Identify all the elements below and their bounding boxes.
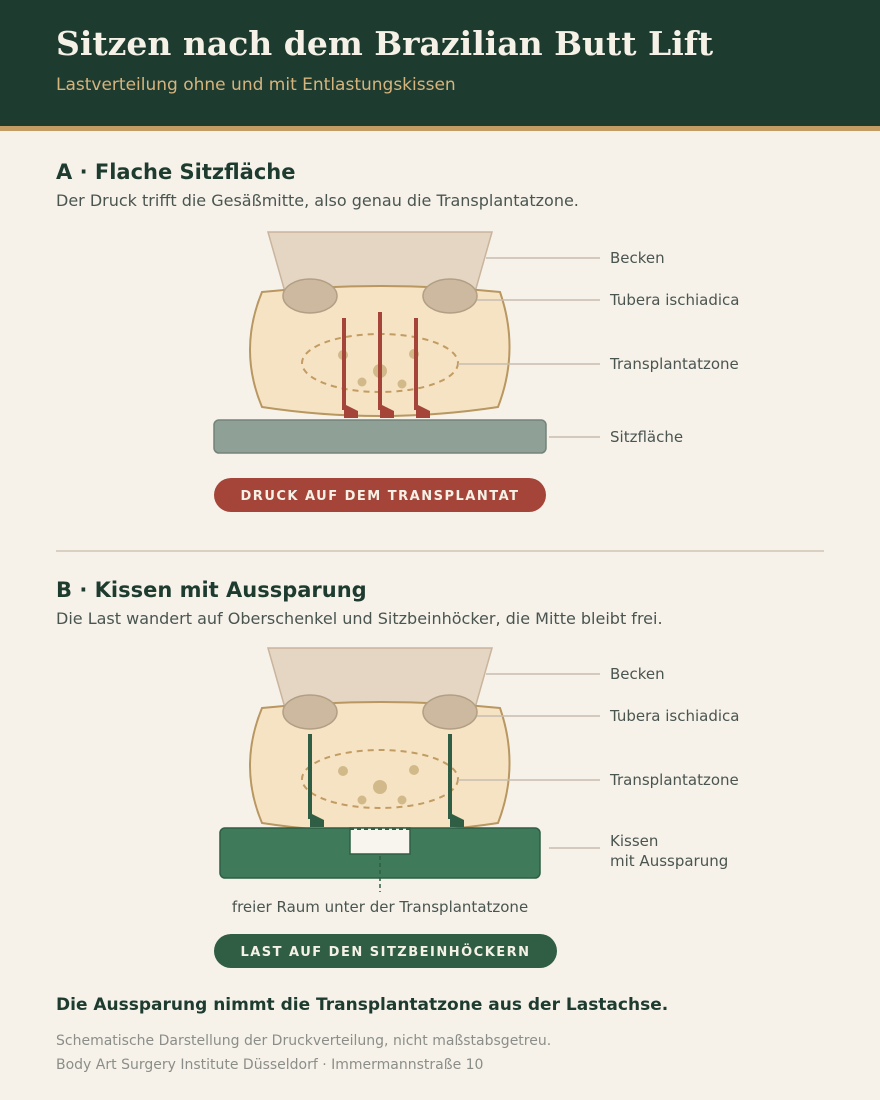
cushion-cutout (349, 827, 411, 855)
badge-pressure: DRUCK AUF DEM TRANSPLANTAT (241, 489, 520, 504)
fat-graft-dot (357, 795, 367, 805)
page-subtitle: Lastverteilung ohne und mit Entlastungsk… (56, 75, 456, 95)
fat-graft-dot (373, 780, 387, 794)
label-pelvis: Becken (610, 665, 665, 683)
fat-graft-dot (357, 377, 367, 387)
section-b-description: Die Last wandert auf Oberschenkel und Si… (56, 609, 663, 628)
conclusion-text: Die Aussparung nimmt die Transplantatzon… (56, 995, 669, 1015)
badge-load-bg (214, 934, 557, 968)
tuber-left (282, 278, 338, 314)
label-cushion-line1: Kissen (610, 832, 658, 850)
label-graft-zone: Transplantatzone (609, 771, 739, 789)
leader-lines (458, 257, 600, 438)
section-a-description: Der Druck trifft die Gesäßmitte, also ge… (56, 191, 579, 210)
diagram-flat-seat: Becken Tubera ischiadica Transplantatzon… (213, 231, 740, 512)
section-divider (56, 550, 824, 552)
label-pelvis: Becken (610, 249, 665, 267)
free-space-label: freier Raum unter der Transplantatzone (232, 898, 528, 916)
buttock-tissue (249, 701, 511, 833)
footer-note: Schematische Darstellung der Druckvertei… (56, 1033, 552, 1049)
badge-load: LAST AUF DEN SITZBEINHÖCKERN (240, 944, 530, 960)
fat-graft-dot (338, 766, 348, 776)
fat-graft-dot (397, 379, 407, 389)
tuber-left (282, 694, 338, 730)
pressure-arrows (342, 312, 430, 418)
label-tubera: Tubera ischiadica (609, 291, 740, 309)
footer-institute: Body Art Surgery Institute Düsseldorf · … (56, 1057, 484, 1073)
page-title: Sitzen nach dem Brazilian Butt Lift (56, 24, 714, 63)
section-a-title: A · Flache Sitzfläche (56, 160, 296, 184)
tuber-right (422, 694, 478, 730)
section-b-title: B · Kissen mit Aussparung (56, 578, 367, 602)
label-seat: Sitzfläche (610, 428, 683, 446)
flat-seat (213, 419, 547, 454)
tuber-right (422, 278, 478, 314)
badge-pressure-bg (214, 478, 546, 512)
label-tubera: Tubera ischiadica (609, 707, 740, 725)
graft-zone (301, 749, 459, 809)
fat-graft-dot (409, 765, 419, 775)
label-cushion-line2: mit Aussparung (610, 852, 728, 870)
label-graft-zone: Transplantatzone (609, 355, 739, 373)
leader-lines (458, 673, 600, 849)
diagram-cutout-cushion: freier Raum unter der Transplantatzone B… (214, 647, 740, 968)
load-arrows (308, 734, 464, 827)
header-banner: Sitzen nach dem Brazilian Butt Lift Last… (0, 0, 880, 131)
fat-graft-dot (397, 795, 407, 805)
